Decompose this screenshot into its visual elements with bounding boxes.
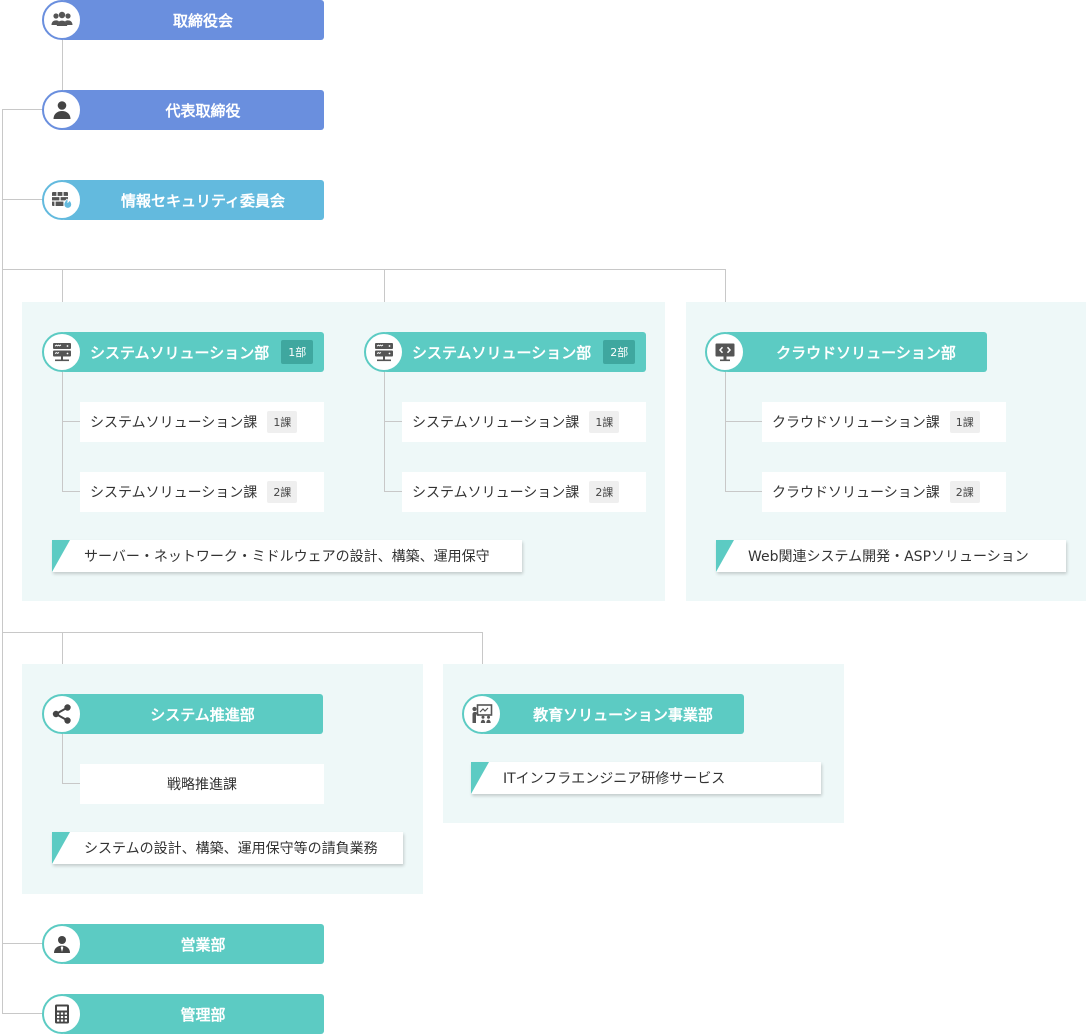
- connector-row1-drop1: [62, 269, 63, 333]
- ceo-label: 代表取締役: [165, 101, 241, 120]
- sysdept2-section-2-label: システムソリューション課: [412, 485, 580, 501]
- admin-dept-node[interactable]: 管理部: [62, 994, 324, 1034]
- system-solution-description: サーバー・ネットワーク・ミドルウェアの設計、構築、運用保守: [52, 540, 522, 572]
- system-promotion-dept-node[interactable]: システム推進部: [62, 694, 323, 734]
- sysdept1-tag: 1部: [281, 340, 314, 364]
- sysdept2-section-2[interactable]: システムソリューション課 2課: [402, 472, 646, 512]
- cloud-description: Web関連システム開発・ASPソリューション: [716, 540, 1066, 572]
- presentation-icon: [462, 694, 502, 734]
- edu-desc-text: ITインフラエンジニア研修サービス: [503, 771, 726, 787]
- promo-desc-text: システムの設計、構築、運用保守等の請負業務: [84, 841, 378, 857]
- connector-admin: [2, 1013, 44, 1014]
- sysdept1-section-1-label: システムソリューション課: [90, 415, 258, 431]
- sysdept2-section-1-label: システムソリューション課: [412, 415, 580, 431]
- cloud-section-1-tag: 1課: [949, 411, 980, 433]
- person-icon: [42, 90, 82, 130]
- sysdept1-section-1-tag: 1課: [267, 411, 298, 433]
- promo-label: システム推進部: [150, 705, 255, 724]
- ceo-node[interactable]: 代表取締役: [62, 90, 324, 130]
- security-label: 情報セキュリティ委員会: [120, 191, 286, 210]
- sysdept1-section-2-tag: 2課: [267, 481, 298, 503]
- description-flag: [471, 762, 489, 794]
- connector-cloud-sec1: [725, 421, 762, 422]
- connector-sysdept2-sec1: [384, 421, 402, 422]
- connector-row1-drop3: [725, 269, 726, 333]
- sysdept2-section-1-tag: 1課: [589, 411, 620, 433]
- description-flag: [716, 540, 734, 572]
- education-solution-dept-node[interactable]: 教育ソリューション事業部: [482, 694, 744, 734]
- security-committee-node[interactable]: 情報セキュリティ委員会: [62, 180, 324, 220]
- calculator-icon: [42, 994, 82, 1034]
- connector-sysdept1-sec2: [62, 491, 80, 492]
- group-icon: [42, 0, 82, 40]
- server-icon: [364, 332, 404, 372]
- connector-row1-horizontal: [2, 269, 726, 270]
- sysdept1-label: システムソリューション部: [90, 343, 270, 362]
- connector-ceo: [2, 109, 44, 110]
- promo-description: システムの設計、構築、運用保守等の請負業務: [52, 832, 403, 864]
- connector-board-ceo: [62, 38, 63, 92]
- sysdept2-section-2-tag: 2課: [589, 481, 620, 503]
- cloud-section-2-label: クラウドソリューション課: [772, 485, 940, 501]
- sales-dept-node[interactable]: 営業部: [62, 924, 324, 964]
- description-flag: [52, 540, 70, 572]
- cloud-label: クラウドソリューション部: [776, 343, 956, 362]
- system-solution-dept-2-node[interactable]: システムソリューション部 2部: [384, 332, 646, 372]
- sysdept1-section-2[interactable]: システムソリューション課 2課: [80, 472, 324, 512]
- connector-sales: [2, 943, 44, 944]
- edu-label: 教育ソリューション事業部: [533, 705, 713, 724]
- sysdept1-section-1[interactable]: システムソリューション課 1課: [80, 402, 324, 442]
- connector-sysdept2-sec2: [384, 491, 402, 492]
- sysdept2-tag: 2部: [603, 340, 636, 364]
- cloud-desc-text: Web関連システム開発・ASPソリューション: [748, 549, 1029, 565]
- connector-security: [2, 199, 44, 200]
- board-node[interactable]: 取締役会: [62, 0, 324, 40]
- sysdept2-section-1[interactable]: システムソリューション課 1課: [402, 402, 646, 442]
- sysdesc-text: サーバー・ネットワーク・ミドルウェアの設計、構築、運用保守: [84, 549, 490, 565]
- cloud-section-1-label: クラウドソリューション課: [772, 415, 940, 431]
- sysdept2-label: システムソリューション部: [412, 343, 592, 362]
- cloud-solution-dept-node[interactable]: クラウドソリューション部: [725, 332, 987, 372]
- board-label: 取締役会: [172, 11, 233, 30]
- connector-cloud-sections: [725, 371, 726, 492]
- sales-label: 営業部: [180, 935, 226, 954]
- connector-row2-horizontal: [2, 632, 483, 633]
- connector-sysdept1-sec1: [62, 421, 80, 422]
- description-flag: [52, 832, 70, 864]
- cloud-section-2-tag: 2課: [949, 481, 980, 503]
- businessperson-icon: [42, 924, 82, 964]
- sysdept1-section-2-label: システムソリューション課: [90, 485, 258, 501]
- connector-cloud-sec2: [725, 491, 762, 492]
- cloud-section-2[interactable]: クラウドソリューション課 2課: [762, 472, 1006, 512]
- share-icon: [42, 694, 82, 734]
- cloud-section-1[interactable]: クラウドソリューション課 1課: [762, 402, 1006, 442]
- promo-section-1[interactable]: 戦略推進課: [80, 764, 324, 804]
- connector-row1-drop2: [384, 269, 385, 333]
- system-solution-dept-1-node[interactable]: システムソリューション部 1部: [62, 332, 324, 372]
- connector-main-spine: [2, 109, 3, 1014]
- promo-section-label: 戦略推進課: [167, 777, 237, 793]
- admin-label: 管理部: [180, 1005, 226, 1024]
- firewall-icon: [42, 180, 82, 220]
- panel-education: [443, 664, 844, 823]
- connector-promo-sec1: [62, 783, 80, 784]
- connector-sysdept2-sections: [384, 371, 385, 492]
- monitor-code-icon: [705, 332, 745, 372]
- edu-description: ITインフラエンジニア研修サービス: [471, 762, 821, 794]
- server-icon: [42, 332, 82, 372]
- connector-sysdept1-sections: [62, 371, 63, 492]
- connector-promo-section: [62, 733, 63, 784]
